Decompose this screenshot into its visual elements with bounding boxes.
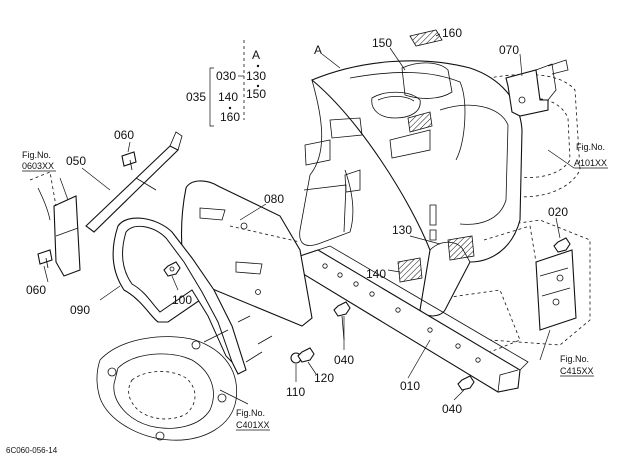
callout-090: 090 — [70, 303, 90, 317]
bolt-120 — [297, 347, 315, 363]
bolt-020 — [553, 237, 571, 253]
callout-160-top: 160 — [442, 26, 462, 40]
fig-ref-c401xx: Fig.No. C401XX — [236, 408, 270, 431]
view-mark-a-hood: A — [314, 43, 322, 57]
callout-070: 070 — [499, 43, 519, 57]
callout-150-top: 150 — [372, 36, 392, 50]
front-hood-shell — [299, 60, 523, 317]
callout-010: 010 — [400, 379, 420, 393]
callout-110: 110 — [286, 385, 305, 399]
fig-ref-label: Fig.No. — [576, 142, 605, 152]
bolt-040-mid — [333, 301, 351, 341]
callout-030: 030 — [216, 69, 236, 83]
callout-160-group: 160 — [220, 110, 240, 124]
leader-lines — [43, 33, 575, 405]
callout-020: 020 — [548, 205, 568, 219]
callouts: 160 150 070 A A 030 130 035 140 150 160 … — [26, 26, 568, 416]
callout-120: 120 — [314, 371, 334, 385]
bracket-left — [29, 171, 81, 277]
fig-ref-code: A101XX — [574, 158, 607, 168]
callout-060-lower: 060 — [26, 283, 46, 297]
fig-ref-code: C401XX — [236, 420, 270, 430]
callout-130-hood: 130 — [392, 223, 412, 237]
callout-050: 050 — [66, 154, 86, 168]
bolt-040-low — [457, 375, 475, 391]
callout-040-low: 040 — [442, 402, 462, 416]
fig-ref-label: Fig.No. — [22, 150, 51, 160]
bolt-060-upper — [121, 151, 137, 171]
bracket-070 — [505, 59, 569, 117]
callout-150-group: 150 — [246, 87, 266, 101]
fig-ref-0603xx: Fig.No. 0603XX — [22, 150, 56, 172]
view-mark-a-group: A — [252, 48, 260, 62]
callout-100: 100 — [172, 293, 192, 307]
callout-140-hood: 140 — [366, 267, 386, 281]
callout-035: 035 — [186, 90, 206, 104]
fig-ref-c415xx: Fig.No. C415XX — [560, 354, 594, 377]
callout-040-mid: 040 — [334, 353, 354, 367]
group-bracket-035 — [209, 40, 260, 127]
baffle-plate-080 — [180, 180, 313, 327]
fig-ref-label: Fig.No. — [236, 408, 265, 418]
stay-050 — [85, 131, 183, 233]
callout-060-upper: 060 — [114, 128, 134, 142]
drawing-code: 6C060-056-14 — [6, 446, 58, 455]
fig-ref-code: 0603XX — [22, 161, 54, 171]
decal-160-top — [409, 29, 443, 47]
fig-ref-label: Fig.No. — [560, 354, 589, 364]
flywheel-housing — [96, 336, 238, 441]
bolt-060-lower — [37, 249, 53, 269]
callout-140-group: 140 — [218, 90, 238, 104]
nut-100 — [163, 261, 181, 277]
side-plate-right — [483, 225, 577, 331]
callout-080: 080 — [264, 192, 284, 206]
fig-ref-code: C415XX — [560, 366, 594, 376]
callout-130-group: 130 — [246, 69, 266, 83]
fig-ref-a101xx: Fig.No. A101XX — [574, 142, 608, 169]
studs — [203, 315, 273, 363]
gasket-seal-090 — [112, 217, 247, 375]
